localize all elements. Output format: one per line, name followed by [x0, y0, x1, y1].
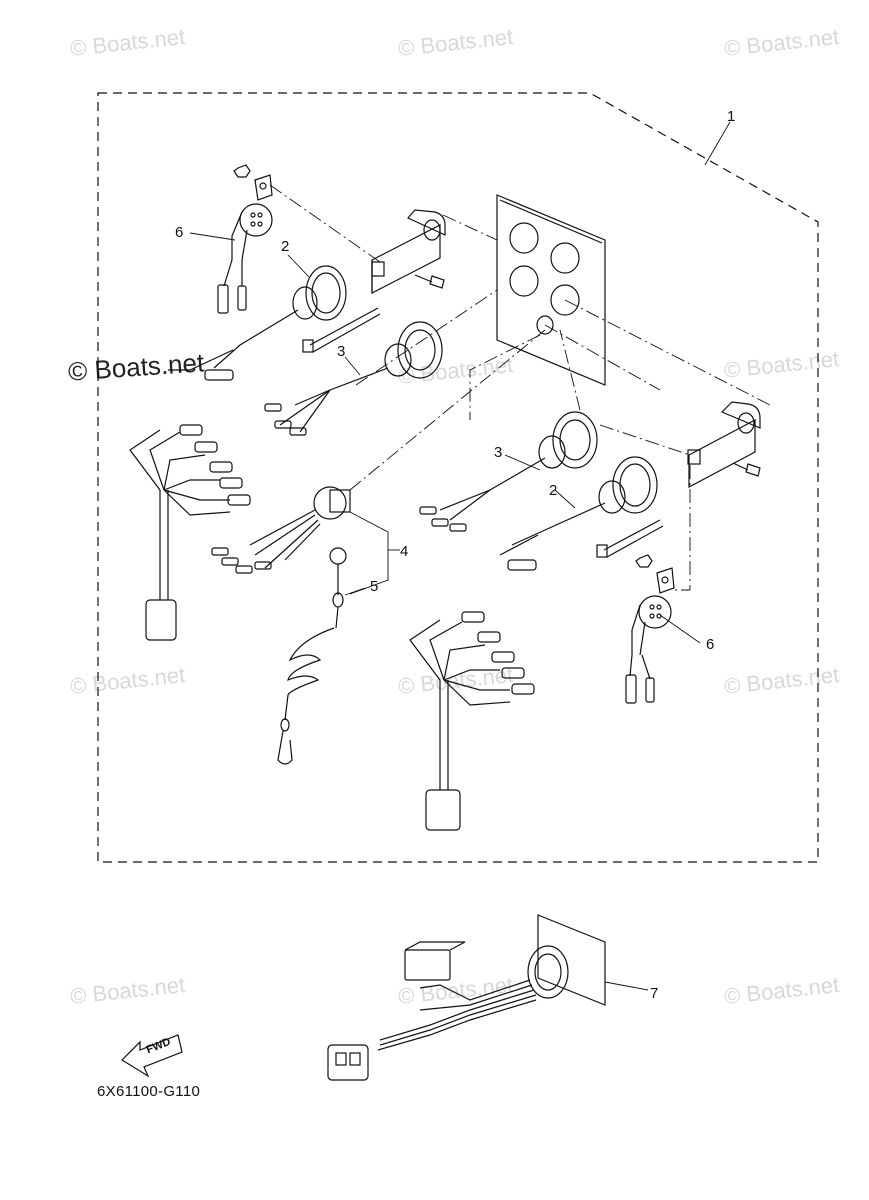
callout-2: 2: [549, 482, 558, 499]
assembly-lines: [269, 184, 771, 591]
kit-boundary: [97, 92, 819, 863]
lanyard-cord-5: [277, 547, 347, 765]
sender-unit-6: [625, 567, 675, 704]
gauge-2: [168, 265, 347, 381]
cable-tie: [596, 519, 664, 558]
callout-3: 3: [494, 444, 503, 461]
leader-lines: [189, 121, 731, 991]
callout-4: 4: [400, 543, 409, 560]
gauge-panel-plate: [496, 194, 606, 386]
gauge-3: [419, 411, 598, 532]
callout-2: 2: [281, 238, 290, 255]
screw-right: [732, 462, 761, 477]
nut: [635, 554, 653, 568]
switch-4: [211, 486, 351, 574]
callout-1: 1: [727, 108, 736, 125]
wiring-harness: [409, 611, 535, 831]
bracket-left: [371, 209, 446, 294]
callout-6: 6: [175, 224, 184, 241]
callout-3: 3: [337, 343, 346, 360]
nut: [233, 164, 251, 178]
cable-tie: [302, 307, 381, 353]
callout-6: 6: [706, 636, 715, 653]
diagram-code: 6X61100-G110: [97, 1083, 201, 1100]
gauge-3: [264, 321, 443, 436]
fwd-arrow: [121, 1034, 183, 1078]
gauge-assembly-7: [327, 914, 606, 1081]
bracket-right: [687, 401, 761, 488]
wiring-harness: [129, 424, 251, 641]
callout-5: 5: [370, 578, 379, 595]
callout-7: 7: [650, 985, 659, 1002]
gauge-2: [499, 456, 658, 571]
screw-left: [414, 274, 445, 289]
sender-unit-6: [217, 174, 273, 314]
